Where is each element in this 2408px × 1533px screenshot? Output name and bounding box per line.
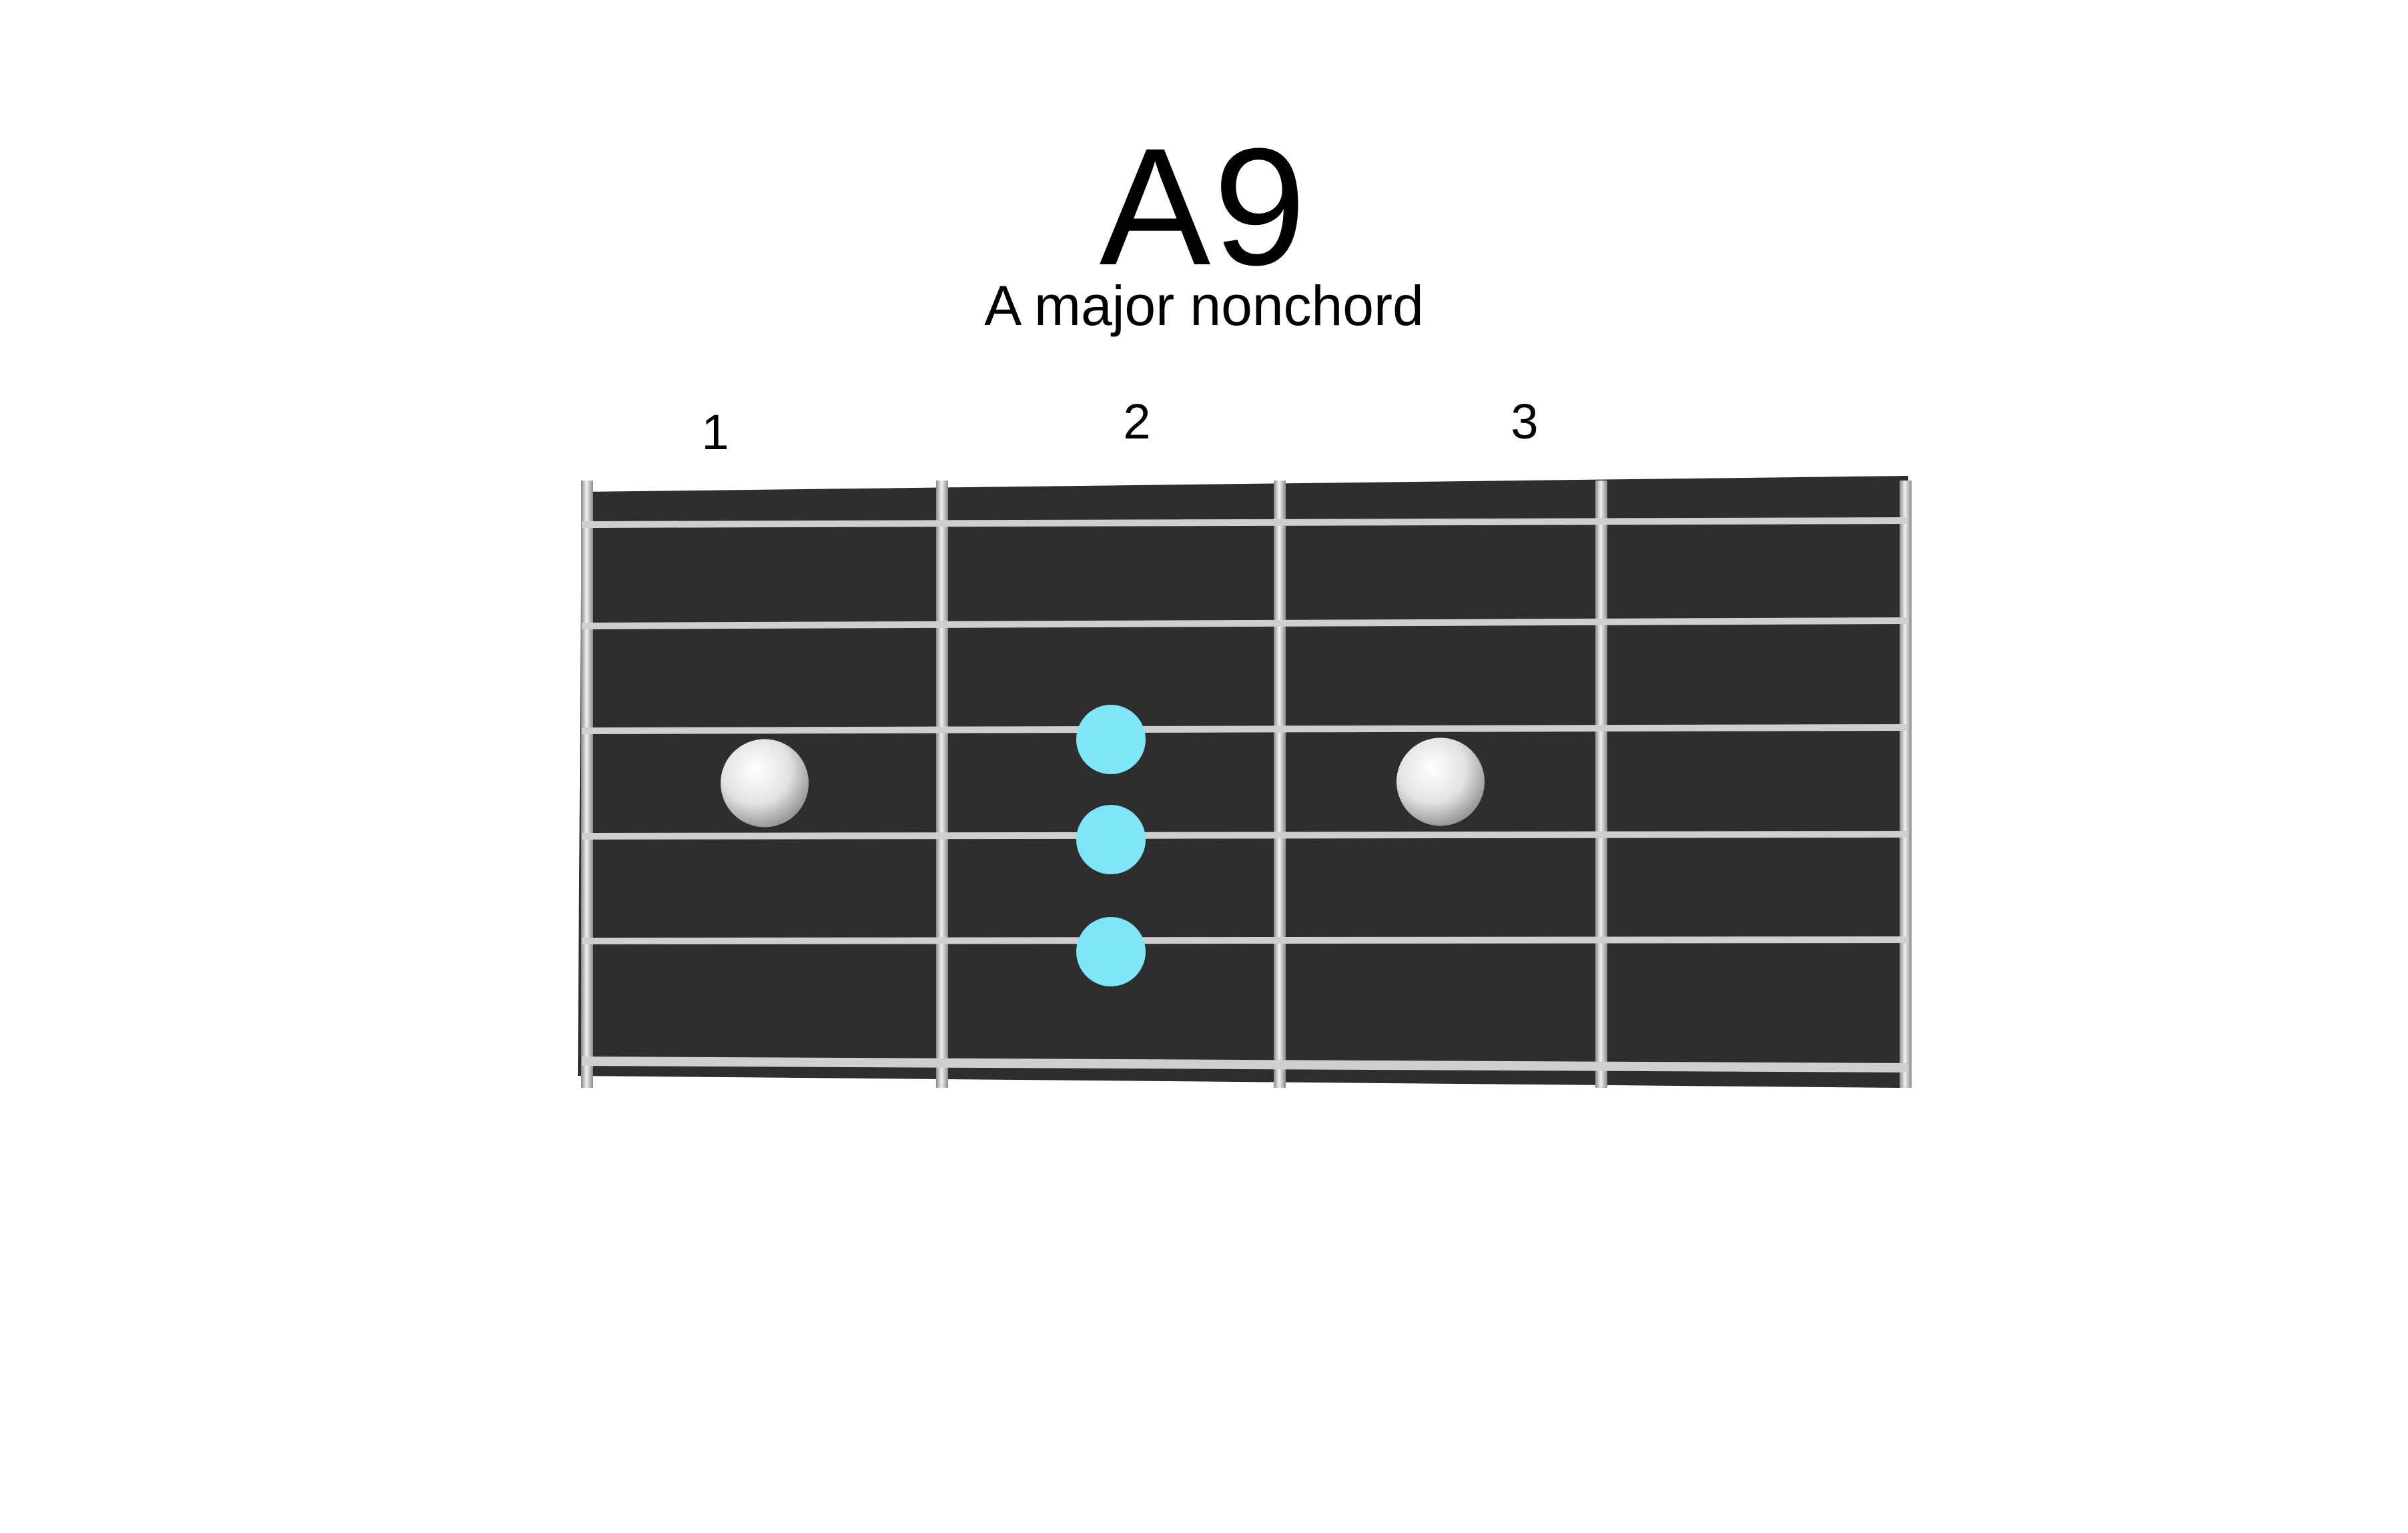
chord-description: A major nonchord bbox=[984, 274, 1424, 337]
fret-wire-1 bbox=[936, 481, 948, 1088]
string-5 bbox=[581, 936, 1909, 944]
chord-tone-dot-1 bbox=[1076, 705, 1146, 774]
string-2 bbox=[581, 617, 1909, 629]
inlay-fret-1 bbox=[721, 739, 809, 828]
chord-tone-dot-3 bbox=[1076, 917, 1146, 986]
fret-wires bbox=[581, 481, 1912, 1088]
string-6 bbox=[581, 1056, 1909, 1072]
inlay-markers bbox=[721, 737, 1485, 828]
fret-number-2: 2 bbox=[1123, 394, 1151, 449]
fret-wire-2 bbox=[1274, 481, 1286, 1088]
fretboard-background bbox=[578, 476, 1908, 1088]
nut bbox=[581, 481, 593, 1088]
fret-wire-3 bbox=[1595, 481, 1607, 1088]
chord-tone-dot-2 bbox=[1076, 805, 1146, 874]
string-4 bbox=[581, 831, 1909, 840]
chord-tone-dots bbox=[1076, 705, 1146, 986]
inlay-fret-3 bbox=[1396, 737, 1485, 826]
fret-number-3: 3 bbox=[1511, 394, 1539, 449]
strings bbox=[581, 517, 1909, 1072]
string-3 bbox=[581, 724, 1909, 734]
fret-number-1: 1 bbox=[701, 404, 729, 460]
string-1 bbox=[581, 517, 1909, 528]
fret-wire-4 bbox=[1900, 481, 1912, 1088]
chord-name: A9 bbox=[1099, 113, 1309, 300]
